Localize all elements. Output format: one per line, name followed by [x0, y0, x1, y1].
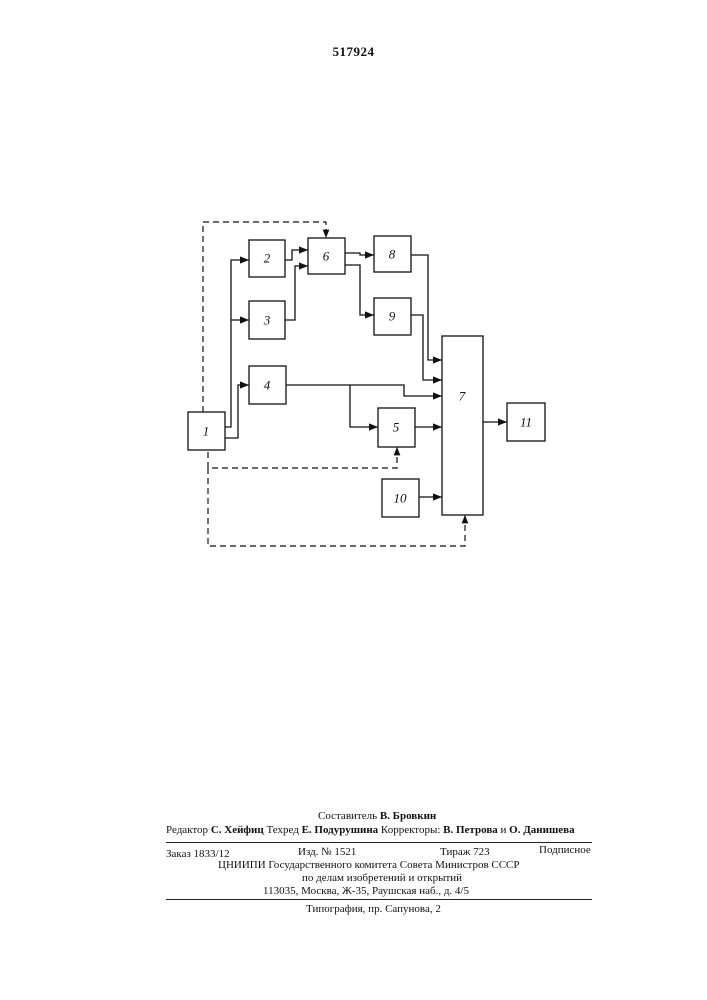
block-5-label: 5: [393, 420, 400, 435]
line-1-to-2: [225, 260, 249, 427]
compiler-line: Составитель В. Бровкин: [318, 810, 436, 822]
line-9-to-7: [411, 315, 442, 380]
line-6-to-9: [345, 265, 374, 315]
block-7: 7: [442, 336, 483, 515]
block-11: 11: [507, 403, 545, 441]
block-11-label: 11: [520, 415, 532, 430]
compiler-label: Составитель: [318, 810, 377, 822]
block-8: 8: [374, 236, 411, 272]
block-4: 4: [249, 366, 286, 404]
block-3-label: 3: [263, 313, 271, 328]
correctors-and: и: [501, 824, 507, 836]
divider-top: [166, 842, 592, 843]
block-1: 1: [188, 412, 225, 450]
line-2-to-6: [285, 250, 308, 260]
block-9-label: 9: [389, 309, 396, 324]
org-line-1: ЦНИИПИ Государственного комитета Совета …: [218, 859, 520, 871]
line-3-to-6: [285, 266, 308, 320]
block-6: 6: [308, 238, 345, 274]
editors-line: Редактор С. Хейфиц Техред Е. Подурушина …: [166, 824, 575, 836]
divider-bottom: [166, 899, 592, 900]
corrector-name-1: В. Петрова: [443, 824, 498, 836]
block-2: 2: [249, 240, 285, 277]
line-1-to-4: [225, 385, 249, 438]
line-4-to-5: [350, 385, 378, 427]
block-2-label: 2: [264, 251, 271, 266]
subscription: Подписное: [539, 844, 591, 856]
org-line-2: по делам изобретений и открытий: [302, 872, 462, 884]
address: 113035, Москва, Ж-35, Раушская наб., д. …: [263, 885, 469, 897]
block-6-label: 6: [323, 249, 330, 264]
block-10-label: 10: [394, 491, 408, 506]
line-8-to-7: [411, 255, 442, 360]
printing-house: Типография, пр. Сапунова, 2: [306, 903, 441, 915]
print-run: Тираж 723: [440, 846, 490, 858]
block-3: 3: [249, 301, 285, 339]
dashed-1-to-5: [208, 447, 397, 468]
correctors-label: Корректоры:: [381, 824, 440, 836]
line-6-to-8: [345, 253, 374, 255]
dashed-1-to-7: [208, 468, 465, 546]
block-1-label: 1: [203, 424, 210, 439]
block-7-label: 7: [459, 389, 466, 404]
block-5: 5: [378, 408, 415, 447]
edition-number: Изд. № 1521: [298, 846, 356, 858]
block-8-label: 8: [389, 247, 396, 262]
block-9: 9: [374, 298, 411, 335]
techred-name: Е. Подурушина: [302, 824, 379, 836]
block-4-label: 4: [264, 378, 271, 393]
line-4-to-7: [286, 385, 442, 396]
techred-label: Техред: [266, 824, 298, 836]
compiler-name: В. Бровкин: [380, 810, 436, 822]
editor-label: Редактор: [166, 824, 208, 836]
corrector-name-2: О. Данишева: [509, 824, 574, 836]
block-10: 10: [382, 479, 419, 517]
editor-name: С. Хейфиц: [211, 824, 264, 836]
